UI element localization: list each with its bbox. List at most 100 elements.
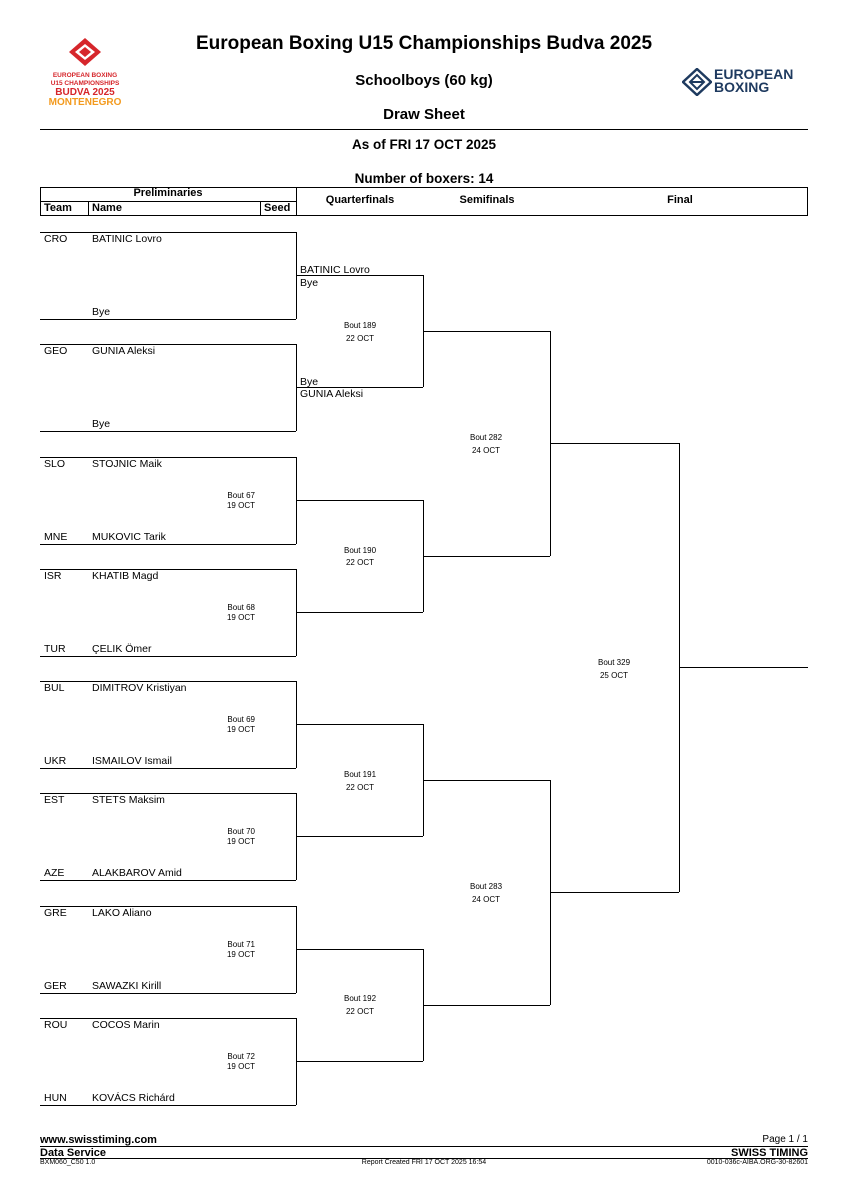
bout-number: Bout 72: [227, 1052, 255, 1061]
bout-number: Bout 68: [227, 603, 255, 612]
final-top-line: [550, 443, 679, 444]
boxer-name: KOVÁCS Richárd: [92, 1092, 175, 1104]
boxer-name: Bye: [92, 306, 111, 318]
team-code: ISR: [44, 570, 62, 582]
as-of-date: As of FRI 17 OCT 2025: [351, 137, 497, 152]
bout-date: 22 OCT: [345, 783, 374, 792]
qf-advance-name: BATINIC Lovro: [300, 264, 370, 276]
team-code: CRO: [44, 233, 68, 245]
number-of-boxers: Number of boxers: 14: [354, 171, 494, 186]
boxer-name: STETS Maksim: [92, 794, 165, 806]
qf-advance-sub: GUNIA Aleksi: [300, 388, 364, 400]
team-header: Team: [44, 202, 72, 214]
footer-brand: SWISS TIMING: [731, 1147, 808, 1159]
boxer-name: MUKOVIC Tarik: [92, 531, 166, 543]
boxer-name: LAKO Aliano: [92, 907, 152, 919]
winner-line: [679, 667, 808, 668]
bout-date: 19 OCT: [226, 613, 255, 622]
team-code: MNE: [44, 531, 68, 543]
bout-number: Bout 191: [343, 770, 377, 779]
bout-date: 19 OCT: [226, 1062, 255, 1071]
bout-date: 22 OCT: [345, 1007, 374, 1016]
qf-top-line: [296, 949, 423, 950]
european-boxing-logo: EUROPEAN BOXING: [682, 67, 808, 98]
pair-bottom-line: [40, 1105, 296, 1106]
pair-top-line: [40, 232, 296, 233]
qf-top-line: [296, 275, 423, 276]
logo-line-2: U15 CHAMPIONSHIPS: [50, 80, 120, 87]
bout-date: 19 OCT: [226, 837, 255, 846]
pair-bottom-line: [40, 768, 296, 769]
team-code: BUL: [44, 682, 65, 694]
sheet-title: Draw Sheet: [383, 106, 465, 123]
bout-number: Bout 192: [343, 994, 377, 1003]
bout-number: Bout 189: [343, 321, 377, 330]
pair-bottom-line: [40, 656, 296, 657]
sf-top-line: [423, 331, 550, 332]
team-code: UKR: [44, 755, 67, 767]
team-code: AZE: [44, 867, 65, 879]
team-code: TUR: [44, 643, 66, 655]
team-code: GEO: [44, 345, 68, 357]
team-code: GRE: [44, 907, 67, 919]
bout-number: Bout 71: [227, 940, 255, 949]
footer-report: Report Created FRI 17 OCT 2025 16:54: [361, 1159, 487, 1166]
boxer-name: SAWAZKI Kirill: [92, 980, 162, 992]
qf-bottom-line: [296, 836, 423, 837]
footer-rule-2: [40, 1158, 808, 1159]
championship-logo: EUROPEAN BOXING U15 CHAMPIONSHIPS BUDVA …: [40, 36, 130, 112]
bout-date: 19 OCT: [226, 950, 255, 959]
bout-number: Bout 283: [469, 882, 503, 891]
qf-advance-sub: Bye: [300, 277, 319, 289]
bout-number: Bout 69: [227, 715, 255, 724]
pair-top-line: [40, 1018, 296, 1019]
team-code: ROU: [44, 1019, 68, 1031]
pair-top-line: [40, 793, 296, 794]
boxer-name: Bye: [92, 418, 111, 430]
semifinals-header: Semifinals: [459, 194, 515, 206]
bout-date: 22 OCT: [345, 558, 374, 567]
bout-date: 25 OCT: [599, 671, 628, 680]
header-subrule: [40, 201, 296, 202]
sf-top-line: [423, 780, 550, 781]
boxer-name: COCOS Marin: [92, 1019, 160, 1031]
boxer-name: BATINIC Lovro: [92, 233, 162, 245]
boxer-name: KHATIB Magd: [92, 570, 159, 582]
sf-bottom-line: [423, 556, 550, 557]
qf-advance-name: Bye: [300, 376, 319, 388]
qf-bottom-line: [296, 387, 423, 388]
logo-boxing-text: BOXING: [714, 79, 770, 95]
pair-top-line: [40, 569, 296, 570]
footer-website: www.swisstiming.com: [40, 1134, 157, 1146]
bout-date: 24 OCT: [471, 895, 500, 904]
pair-bottom-line: [40, 319, 296, 320]
team-code: GER: [44, 980, 67, 992]
event-title: European Boxing U15 Championships Budva …: [195, 33, 653, 54]
logo-line-4: MONTENEGRO: [48, 97, 122, 108]
bout-number: Bout 329: [597, 658, 631, 667]
pair-bottom-line: [40, 544, 296, 545]
name-header: Name: [92, 202, 122, 214]
bout-number: Bout 67: [227, 491, 255, 500]
footer-doc-id: 0010-036c-AIBA.ORG-30-82601: [706, 1159, 808, 1166]
sf-bottom-line: [423, 1005, 550, 1006]
boxer-name: STOJNIC Maik: [92, 458, 162, 470]
boxer-name: ÇELIK Ömer: [92, 643, 152, 655]
pair-top-line: [40, 906, 296, 907]
final-header: Final: [667, 194, 693, 206]
pair-bottom-line: [40, 431, 296, 432]
footer-code: BXM060_C50 1.0: [40, 1159, 96, 1166]
header-rule: [40, 129, 808, 130]
qf-bottom-line: [296, 1061, 423, 1062]
logo-line-1: EUROPEAN BOXING: [52, 72, 118, 79]
team-code: SLO: [44, 458, 66, 470]
preliminaries-header: Preliminaries: [133, 187, 203, 199]
qf-top-line: [296, 500, 423, 501]
bout-number: Bout 70: [227, 827, 255, 836]
header-team-divider: [88, 201, 89, 216]
boxer-name: DIMITROV Kristiyan: [92, 682, 187, 694]
footer-page: Page 1 / 1: [762, 1134, 808, 1145]
bout-date: 19 OCT: [226, 725, 255, 734]
logo-line-3: BUDVA 2025: [55, 87, 115, 98]
bout-date: 24 OCT: [471, 446, 500, 455]
